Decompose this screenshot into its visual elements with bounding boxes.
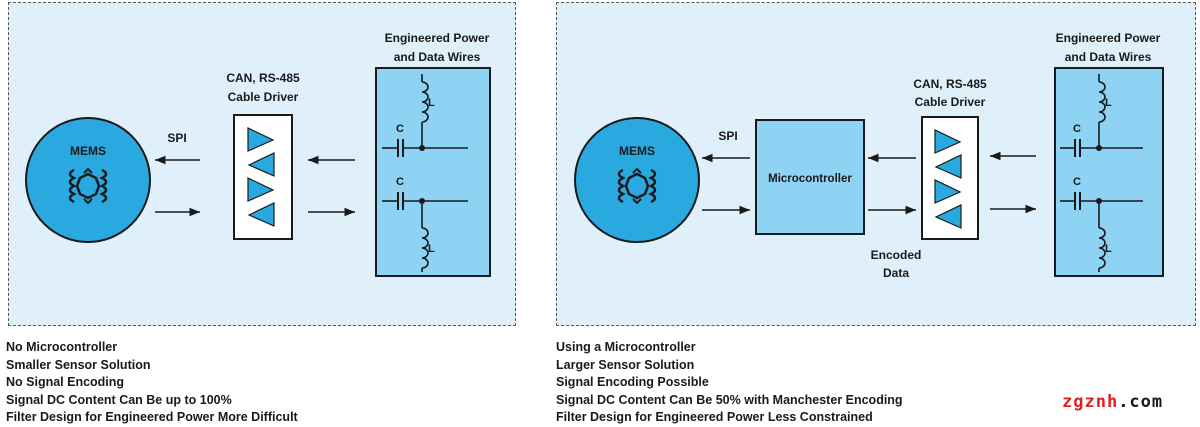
note-item: Filter Design for Engineered Power More … xyxy=(6,410,298,424)
inductor-label: L xyxy=(428,97,435,109)
wires-title-line1: Engineered Power xyxy=(1056,31,1161,45)
watermark-part2: .com xyxy=(1118,392,1164,412)
driver-title-line2: Cable Driver xyxy=(915,95,986,109)
junction-dot xyxy=(419,145,425,151)
right-diagram: MEMS SPI Microcontroller Encoded Data CA… xyxy=(574,31,1164,280)
capacitor-label: C xyxy=(1073,123,1081,135)
microcontroller-label: Microcontroller xyxy=(768,173,852,185)
watermark: zgznh.com xyxy=(1062,392,1163,412)
wires-title-line2: and Data Wires xyxy=(1065,50,1152,64)
wires-block xyxy=(1054,67,1164,277)
note-item: No Signal Encoding xyxy=(6,375,125,389)
capacitor-label: C xyxy=(1073,176,1081,188)
mems-label: MEMS xyxy=(70,144,106,158)
driver-title-line1: CAN, RS-485 xyxy=(226,71,300,85)
note-item: Signal DC Content Can Be up to 100% xyxy=(6,392,232,407)
inductor-label: L xyxy=(1105,97,1112,109)
driver-title-line1: CAN, RS-485 xyxy=(913,77,987,91)
driver-triangle-left xyxy=(247,202,275,227)
driver-triangle-left xyxy=(934,154,962,179)
driver-triangle-right xyxy=(247,127,275,152)
wires-title-line2: and Data Wires xyxy=(394,50,481,64)
note-item: Smaller Sensor Solution xyxy=(6,357,151,372)
driver-triangle-right xyxy=(247,177,275,202)
inductor-label: L xyxy=(428,243,435,255)
spi-label: SPI xyxy=(167,131,186,145)
capacitor-label: C xyxy=(396,123,404,135)
note-item: Larger Sensor Solution xyxy=(556,357,695,372)
driver-title-line2: Cable Driver xyxy=(228,90,299,104)
encoded-data-line2: Data xyxy=(883,266,909,280)
left-diagram: MEMS SPI CAN, RS-485 Cable Driver Engine… xyxy=(25,31,491,277)
spi-label: SPI xyxy=(718,129,737,143)
left-notes-list: No Microcontroller Smaller Sensor Soluti… xyxy=(6,339,298,427)
watermark-part1: zgznh xyxy=(1062,392,1119,412)
driver-triangle-left xyxy=(247,152,275,177)
encoded-data-line1: Encoded xyxy=(871,248,922,262)
driver-triangle-right xyxy=(934,129,962,154)
mems-sensor xyxy=(574,117,700,243)
junction-dot xyxy=(1096,145,1102,151)
note-item: No Microcontroller xyxy=(6,340,118,354)
mems-sensor xyxy=(25,117,151,243)
capacitor-label: C xyxy=(396,176,404,188)
right-notes-list: Using a Microcontroller Larger Sensor So… xyxy=(556,339,903,427)
note-item: Signal DC Content Can Be 50% with Manche… xyxy=(556,392,903,407)
driver-triangle-right xyxy=(934,179,962,204)
driver-triangle-left xyxy=(934,204,962,229)
inductor-label: L xyxy=(1105,243,1112,255)
note-item: Signal Encoding Possible xyxy=(556,375,709,389)
wires-title-line1: Engineered Power xyxy=(385,31,490,45)
note-item: Using a Microcontroller xyxy=(556,340,696,354)
mems-label: MEMS xyxy=(619,144,655,158)
microcontroller-block xyxy=(755,119,865,235)
wires-block xyxy=(375,67,491,277)
note-item: Filter Design for Engineered Power Less … xyxy=(556,410,873,424)
